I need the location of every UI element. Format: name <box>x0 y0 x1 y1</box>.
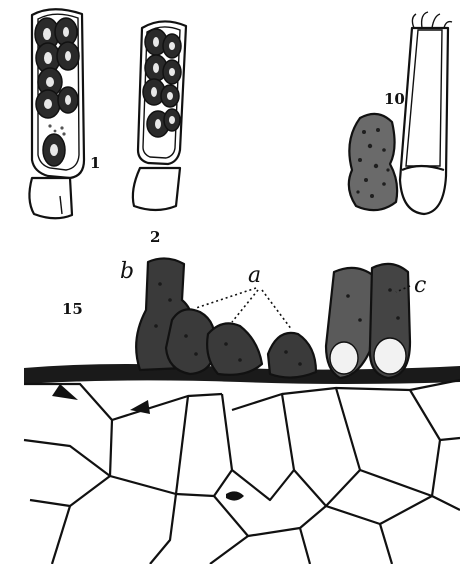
fig1-ascus <box>29 9 84 218</box>
fig1-label: 1 <box>90 154 100 172</box>
letter-a-label: a <box>248 263 261 288</box>
fig10-label: 10 <box>384 90 405 108</box>
letter-c-label: c <box>414 273 426 298</box>
fig15-tissue-network <box>24 380 460 564</box>
letter-b-label: b <box>120 259 134 284</box>
fig2-label: 2 <box>150 228 160 246</box>
fig10-cells <box>349 12 452 214</box>
fig2-ascus <box>133 21 186 210</box>
fig15-label: 15 <box>62 300 83 318</box>
fig15-surface-cells <box>136 258 410 378</box>
